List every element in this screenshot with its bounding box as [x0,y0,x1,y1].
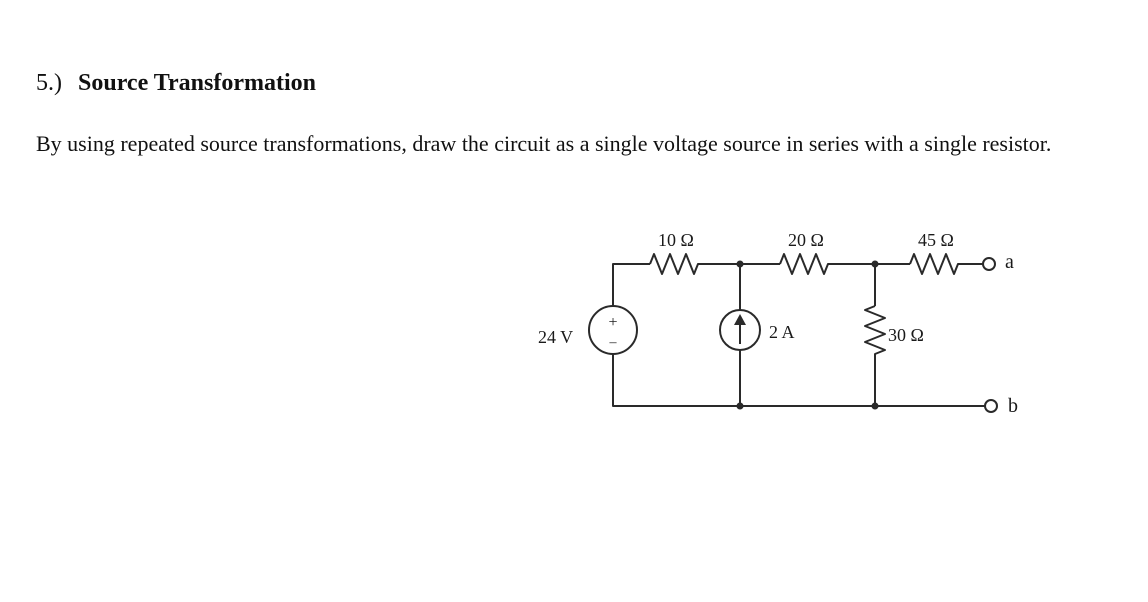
voltage-source-minus: – [609,335,618,350]
resistor-10-ohm-zigzag [649,253,702,275]
current-source: 2 A [719,309,795,351]
node-top-2 [871,260,879,268]
problem-title: Source Transformation [78,70,316,96]
resistor-45-ohm-label: 45 Ω [918,230,954,250]
resistor-45-ohm-zigzag [909,253,962,275]
wire-left-upper [612,263,650,306]
voltage-source-plus: + [608,314,617,331]
resistor-45-ohm: 45 Ω [909,230,962,275]
arrow-up-icon [734,314,746,325]
problem-heading: 5.) Source Transformation [36,66,316,100]
terminal-b: b [984,395,1018,417]
node-top-1 [736,260,744,268]
terminal-b-label: b [1008,395,1018,417]
voltage-source-label: 24 V [538,327,573,347]
resistor-20-ohm-zigzag [779,253,832,275]
current-source-label: 2 A [769,322,795,342]
resistor-30-ohm: 30 Ω [864,305,924,358]
resistor-30-ohm-zigzag [864,305,886,358]
problem-statement: By using repeated source transformations… [36,131,1052,156]
resistor-30-ohm-label: 30 Ω [888,325,924,345]
voltage-source: + – 24 V [538,305,638,355]
problem-number: 5.) [36,70,62,96]
resistor-20-ohm: 20 Ω [779,230,832,275]
wire-left-lower [612,354,985,407]
circuit-wires [612,263,985,407]
resistor-10-ohm-label: 10 Ω [658,230,694,250]
terminal-b-circle [984,399,998,413]
voltage-source-circle [588,305,638,355]
node-bottom-1 [736,402,744,410]
terminal-a-circle [982,257,996,271]
resistor-20-ohm-label: 20 Ω [788,230,824,250]
terminal-a-label: a [1005,251,1014,273]
resistor-10-ohm: 10 Ω [649,230,702,275]
node-bottom-2 [871,402,879,410]
terminal-a: a [982,251,1014,273]
junction-nodes [736,260,879,410]
